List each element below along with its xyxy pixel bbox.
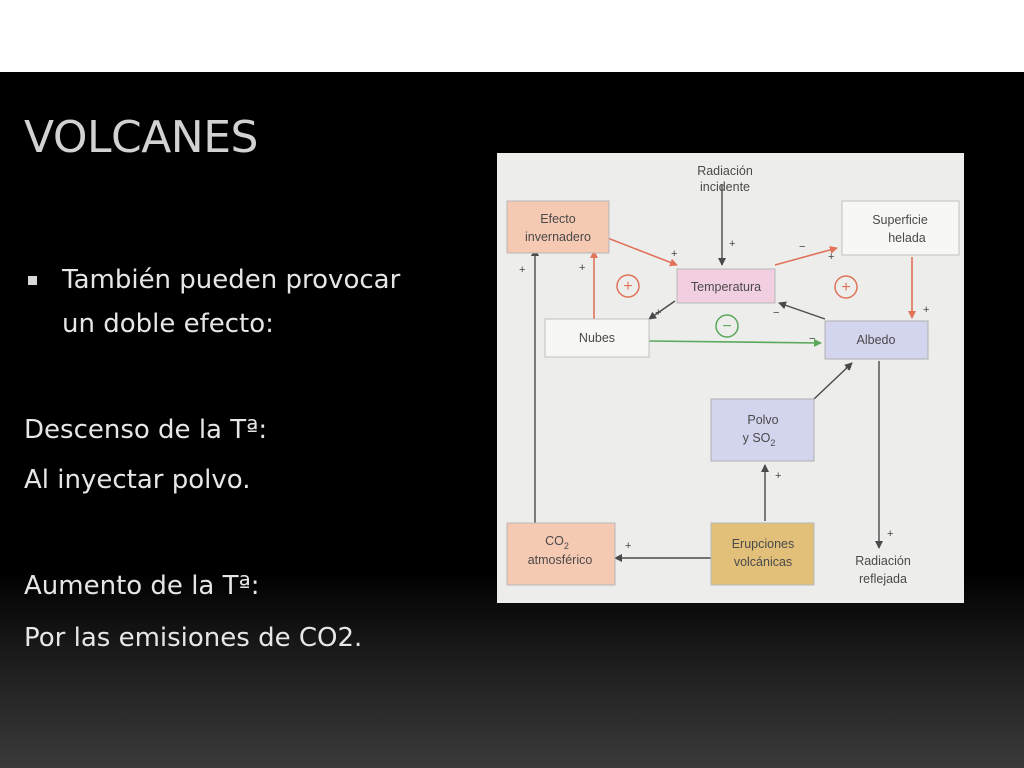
albedo-box bbox=[824, 320, 929, 360]
dark-arrows bbox=[531, 185, 883, 562]
svg-text:+: + bbox=[655, 307, 661, 319]
efecto-invernadero-line1: Efecto bbox=[540, 212, 575, 226]
radiacion-reflejada-line2: reflejada bbox=[859, 572, 907, 586]
climate-feedback-diagram: Radiación incidente Efecto invernadero S… bbox=[497, 153, 964, 603]
co2-line2: atmosférico bbox=[528, 553, 593, 567]
co2-box bbox=[506, 522, 616, 586]
svg-text:+: + bbox=[775, 470, 781, 482]
radiacion-reflejada-line1: Radiación bbox=[855, 554, 911, 568]
svg-text:+: + bbox=[671, 248, 677, 260]
radiacion-incidente-line2: incidente bbox=[700, 180, 750, 194]
polvo-line1: Polvo bbox=[747, 413, 778, 427]
nubes-box bbox=[544, 318, 650, 358]
negative-loop-icon: − bbox=[715, 314, 739, 338]
erupciones-box bbox=[710, 522, 815, 586]
bullet-text-line2: un doble efecto: bbox=[62, 309, 274, 339]
radiacion-incidente-line1: Radiación bbox=[697, 164, 753, 178]
superficie-helada-line1: Superficie bbox=[872, 213, 928, 227]
svg-text:+: + bbox=[729, 238, 735, 250]
sign-markers: + + + + − + + + − − + + + + bbox=[519, 238, 929, 552]
nubes-label: Nubes bbox=[579, 331, 615, 345]
svg-text:+: + bbox=[923, 304, 929, 316]
aumento-heading: Aumento de la Tª: bbox=[24, 571, 260, 601]
erupciones-line2: volcánicas bbox=[734, 555, 792, 569]
descenso-text: Al inyectar polvo. bbox=[24, 465, 251, 495]
aumento-text: Por las emisiones de CO2. bbox=[24, 623, 363, 653]
positive-loop-right-icon: + bbox=[834, 275, 858, 299]
green-arrow bbox=[648, 338, 822, 347]
albedo-label: Albedo bbox=[857, 333, 896, 347]
polvo-line2: y SO2 bbox=[743, 431, 776, 448]
efecto-invernadero-line2: invernadero bbox=[525, 230, 591, 244]
efecto-invernadero-box bbox=[506, 200, 610, 254]
superficie-helada-box bbox=[841, 200, 960, 256]
svg-text:+: + bbox=[845, 362, 851, 374]
svg-text:−: − bbox=[722, 318, 731, 335]
temperatura-box bbox=[676, 268, 776, 304]
bullet-text-line1: También pueden provocar bbox=[62, 265, 401, 295]
svg-text:+: + bbox=[625, 540, 631, 552]
svg-text:−: − bbox=[809, 333, 815, 345]
erupciones-line1: Erupciones bbox=[732, 537, 795, 551]
positive-loop-left-icon: + bbox=[616, 274, 640, 298]
bullet-square-icon bbox=[28, 276, 37, 285]
slide-title: VOLCANES bbox=[24, 112, 258, 163]
svg-text:+: + bbox=[828, 251, 834, 263]
co2-line1: CO2 bbox=[545, 534, 569, 551]
svg-text:−: − bbox=[799, 241, 805, 253]
svg-text:−: − bbox=[773, 307, 779, 319]
svg-text:+: + bbox=[519, 264, 525, 276]
svg-text:+: + bbox=[887, 528, 893, 540]
temperatura-label: Temperatura bbox=[691, 280, 761, 294]
svg-text:+: + bbox=[841, 279, 850, 296]
polvo-box bbox=[710, 398, 815, 462]
superficie-helada-line2: helada bbox=[888, 231, 926, 245]
descenso-heading: Descenso de la Tª: bbox=[24, 415, 268, 445]
svg-text:+: + bbox=[623, 278, 632, 295]
red-arrows bbox=[590, 236, 916, 319]
svg-text:+: + bbox=[579, 262, 585, 274]
